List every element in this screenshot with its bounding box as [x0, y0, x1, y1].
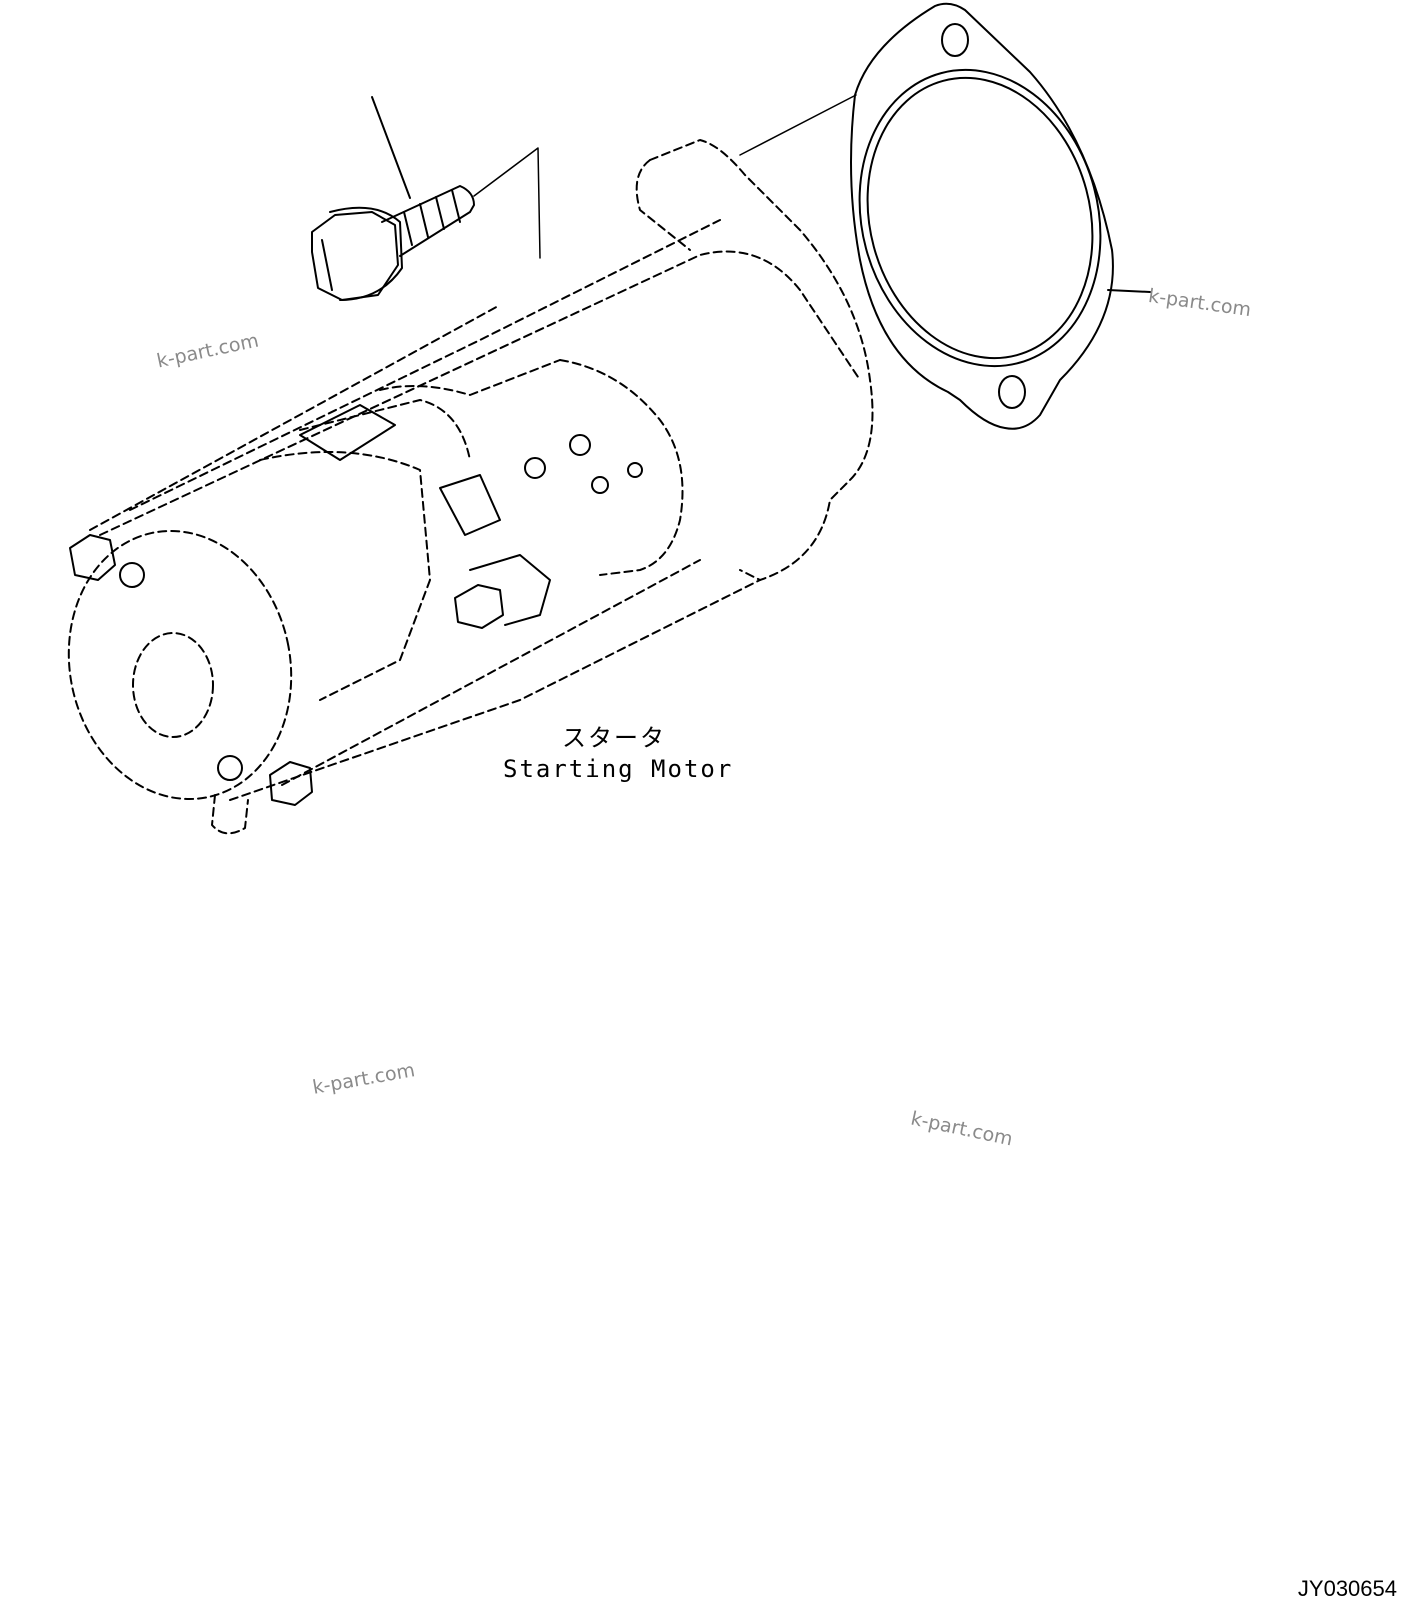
gasket-leader-line [1107, 289, 1151, 293]
part-label-english: Starting Motor [503, 755, 734, 783]
flange-bolt-part [311, 185, 475, 301]
part-label-japanese: スタータ [562, 724, 666, 752]
bolt-center-line [473, 147, 541, 259]
gasket-part [850, 2, 1114, 430]
gasket-center-line [739, 94, 857, 156]
starter-motor-body [67, 139, 874, 835]
bolt-leader-line [371, 96, 411, 199]
drawing-id: JY030654 [1297, 1576, 1397, 1601]
motor-fittings [69, 404, 643, 806]
